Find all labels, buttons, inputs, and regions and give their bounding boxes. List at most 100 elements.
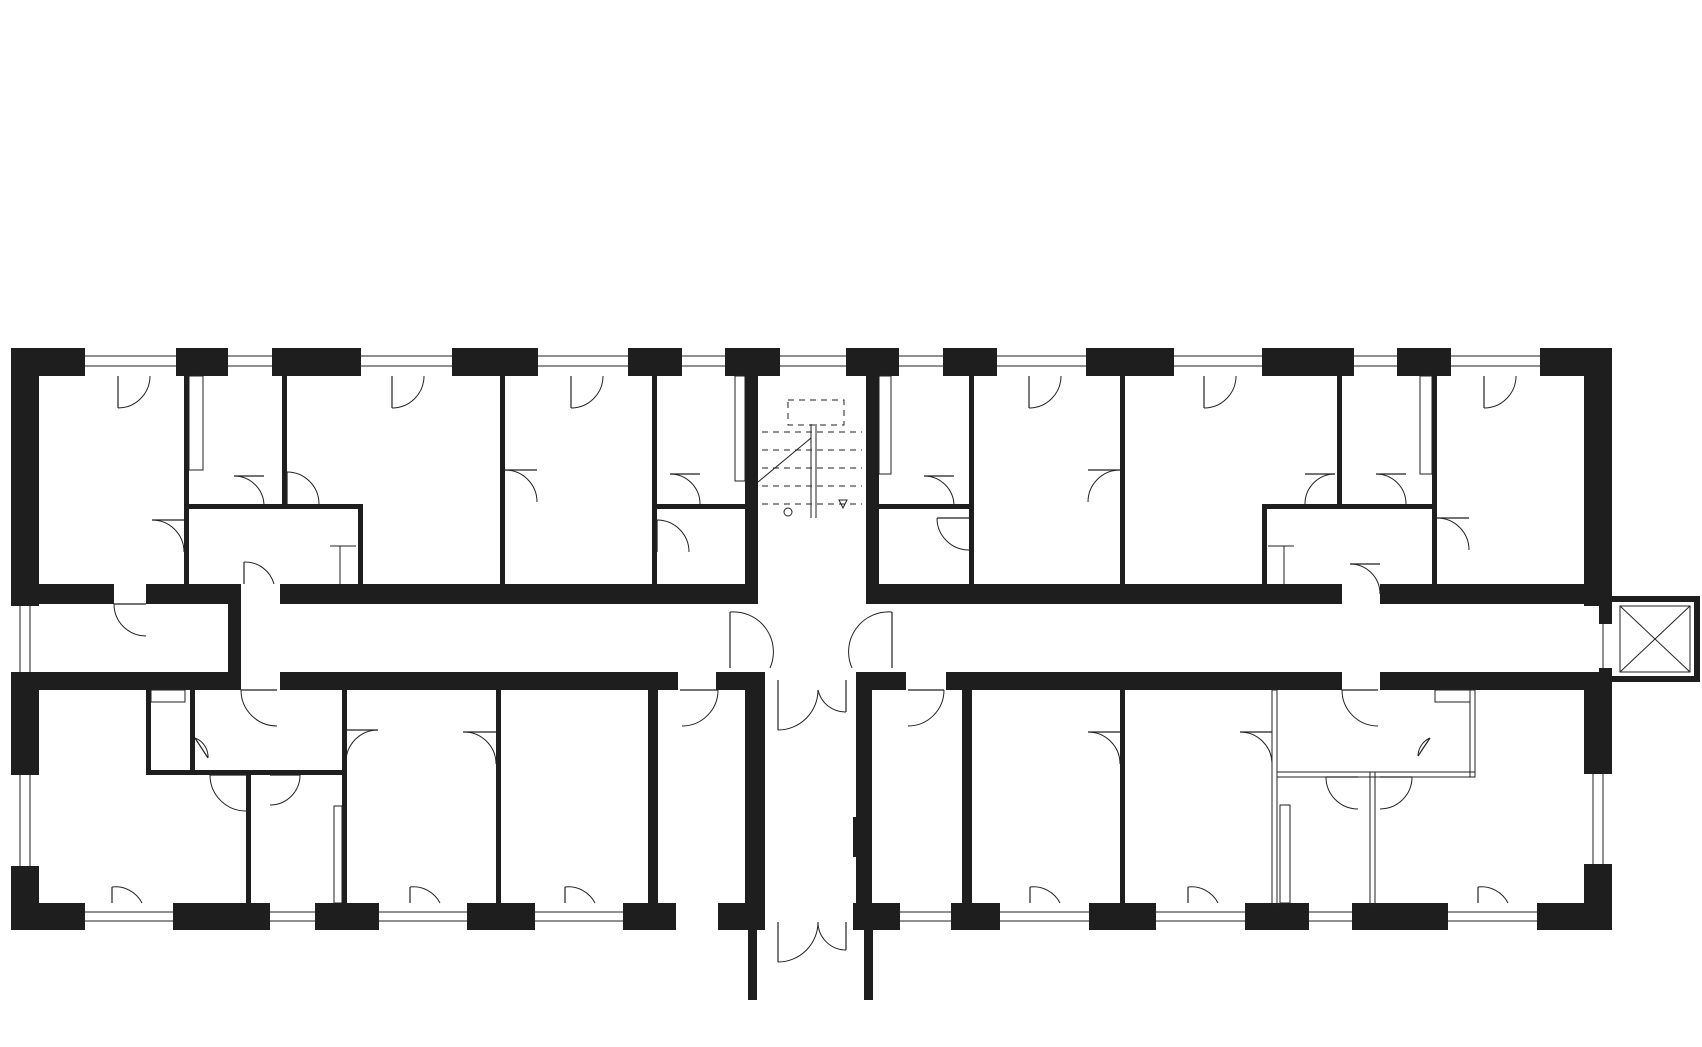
- door: [923, 475, 955, 507]
- outer-wall-left: [11, 348, 39, 606]
- partition: [342, 690, 347, 905]
- door: [1477, 886, 1509, 904]
- staircase: [757, 399, 862, 518]
- double-door: [777, 921, 847, 963]
- door: [1087, 731, 1121, 765]
- outer-wall-bottom: [1245, 903, 1309, 930]
- partition: [1120, 376, 1125, 584]
- window: [1354, 355, 1397, 367]
- stair-wall-left: [745, 348, 758, 604]
- door: [729, 611, 774, 669]
- closet: [1419, 375, 1433, 475]
- corridor-wall-south: [946, 672, 1342, 690]
- door: [656, 519, 690, 553]
- partition: [652, 376, 657, 584]
- door: [409, 886, 441, 904]
- door: [194, 737, 209, 759]
- outer-wall-top: [272, 348, 361, 376]
- door: [1087, 469, 1121, 503]
- partition: [184, 504, 362, 509]
- partition: [282, 376, 287, 506]
- door: [117, 375, 151, 409]
- door: [462, 731, 497, 765]
- door: [1239, 731, 1273, 765]
- stair-treads: [762, 431, 862, 505]
- outer-wall-bottom: [315, 903, 379, 930]
- fixtures: [330, 545, 1294, 584]
- partition: [184, 376, 189, 506]
- door: [1028, 375, 1062, 409]
- interior-partitions: [146, 375, 1476, 906]
- double-door: [777, 680, 847, 731]
- window: [361, 355, 452, 367]
- outer-wall-bottom: [951, 903, 1000, 930]
- outer-wall-bottom: [623, 903, 676, 930]
- outer-wall-top: [1397, 348, 1451, 376]
- partition: [500, 376, 505, 584]
- stair-arrow: [838, 499, 848, 510]
- window: [900, 911, 951, 922]
- window: [899, 355, 943, 367]
- partition: [496, 690, 501, 905]
- outer-wall-right: [1584, 864, 1612, 930]
- partition: [1432, 376, 1437, 584]
- window: [535, 911, 623, 922]
- door: [391, 375, 425, 409]
- door: [848, 611, 893, 669]
- partition: [1262, 504, 1267, 584]
- outer-wall-top: [628, 348, 682, 376]
- partition-wall: [648, 690, 658, 905]
- door: [504, 469, 538, 503]
- door: [1417, 737, 1431, 757]
- partition: [879, 504, 969, 509]
- door: [1187, 886, 1219, 904]
- windows: [19, 355, 1604, 922]
- partition: [358, 504, 363, 584]
- walls: [11, 348, 1612, 1000]
- closet: [1279, 804, 1291, 904]
- lift-shaft: [1612, 596, 1700, 682]
- corridor-wall-south: [1380, 672, 1612, 690]
- stair-post: [783, 507, 793, 517]
- partition: [1120, 690, 1125, 905]
- closet: [188, 375, 204, 471]
- door: [1029, 886, 1061, 904]
- corridor-wall-north: [866, 584, 1342, 604]
- door: [1436, 517, 1470, 551]
- window: [85, 355, 176, 367]
- outer-wall-top: [1086, 348, 1174, 376]
- partition: [190, 690, 195, 775]
- partition: [1276, 771, 1476, 778]
- outer-wall-right: [1584, 348, 1612, 606]
- window: [682, 355, 725, 367]
- corridor-wall-north: [1380, 584, 1612, 604]
- door: [151, 519, 185, 553]
- door: [111, 886, 143, 904]
- window: [997, 355, 1086, 367]
- closet: [1434, 689, 1471, 703]
- corridor-wall-north: [11, 584, 114, 604]
- window: [379, 911, 467, 922]
- corridor-wall-north: [280, 584, 758, 604]
- door: [936, 517, 970, 551]
- door: [564, 886, 596, 904]
- door: [1203, 375, 1237, 409]
- door: [1375, 473, 1407, 505]
- window: [1309, 911, 1352, 922]
- partition: [246, 770, 251, 905]
- doors: [111, 375, 1517, 963]
- door: [907, 689, 945, 727]
- outer-wall-right: [1584, 680, 1612, 774]
- window: [85, 911, 173, 922]
- window: [1592, 774, 1604, 864]
- door: [269, 774, 301, 806]
- door: [1349, 563, 1381, 595]
- window: [1451, 355, 1540, 367]
- partition: [184, 504, 189, 584]
- outer-wall-top: [176, 348, 228, 376]
- partition: [1337, 376, 1342, 509]
- door: [1379, 776, 1413, 810]
- porch-wall-right: [864, 930, 873, 1000]
- window: [1448, 911, 1537, 922]
